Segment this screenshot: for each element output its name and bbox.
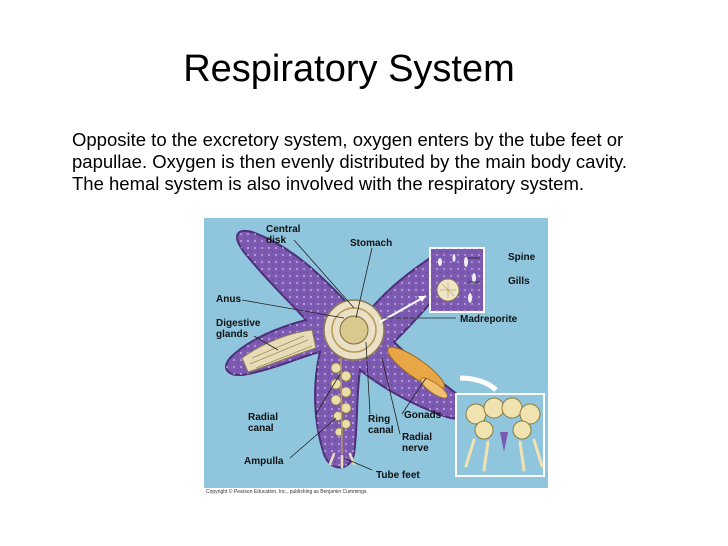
starfish-illustration xyxy=(204,218,548,488)
body-line: Opposite to the excretory system, oxygen… xyxy=(72,129,624,150)
label-gills: Gills xyxy=(508,276,530,287)
inset-arrow-bottom xyxy=(459,375,498,392)
copyright-credit: Copyright © Pearson Education, Inc., pub… xyxy=(206,489,368,495)
label-stomach: Stomach xyxy=(350,238,393,249)
digestive-gland-shape xyxy=(241,329,317,373)
label-madreporite: Madreporite xyxy=(460,314,518,325)
label-spine: Spine xyxy=(508,252,536,263)
label-anus: Anus xyxy=(216,294,241,305)
label-gonads: Gonads xyxy=(404,410,442,421)
leader-lines xyxy=(241,239,480,471)
label-tube-feet: Tube feet xyxy=(376,470,420,481)
label-ampulla: Ampulla xyxy=(244,456,284,467)
body-text: Opposite to the excretory system, oxygen… xyxy=(72,129,712,195)
gonad-shape xyxy=(387,346,445,390)
stomach-shape xyxy=(339,315,369,345)
body-line: papullae. Oxygen is then evenly distribu… xyxy=(72,151,627,172)
ampullae-group xyxy=(330,362,352,437)
radial-canal-shape xyxy=(340,357,343,455)
body-line: The hemal system is also involved with t… xyxy=(72,173,585,194)
slide-title: Respiratory System xyxy=(183,48,515,90)
